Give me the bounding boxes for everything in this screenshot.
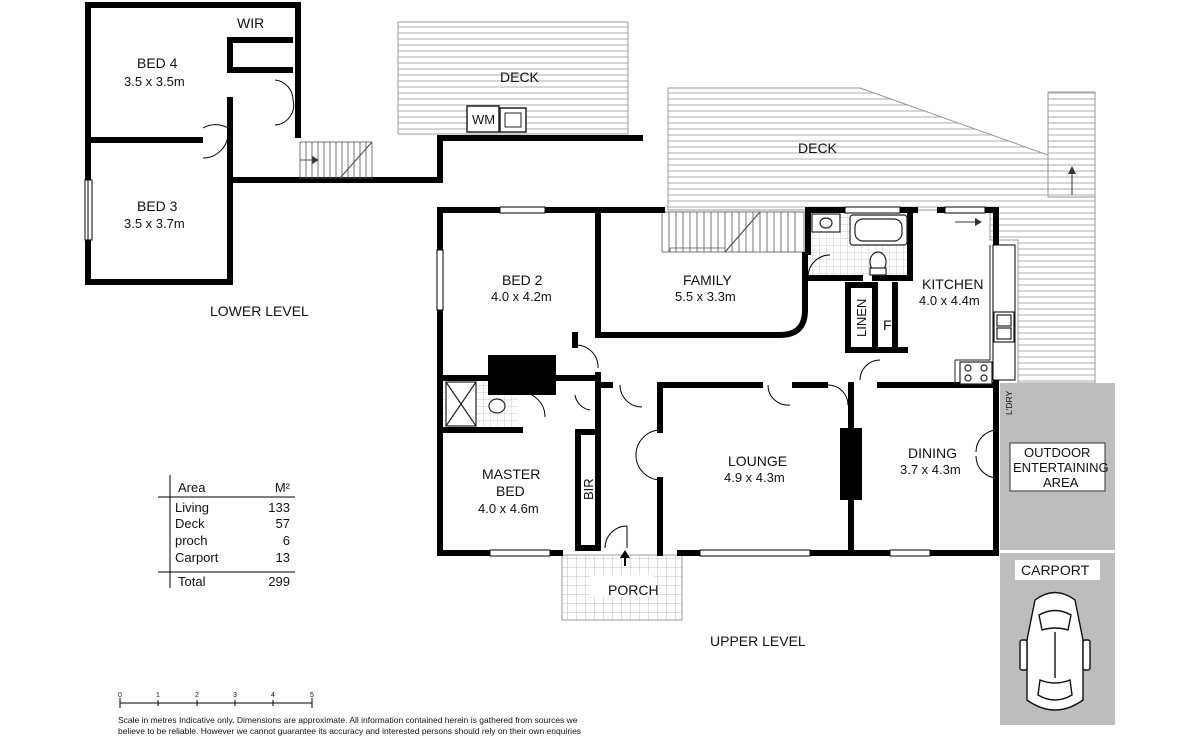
scale-tick: 2 (195, 692, 199, 699)
kitchen-name: KITCHEN (922, 276, 983, 292)
lower-stairs (299, 141, 373, 179)
upper-doors (519, 254, 997, 549)
bed4-size: 3.5 x 3.5m (124, 74, 185, 89)
area-row-label: Carport (175, 550, 219, 565)
upper-level: DECK BED 2 4.0 x 4.2m FAMILY 5.5 x 3.3m … (436, 87, 1115, 725)
car-icon (1019, 591, 1091, 711)
bed2-size: 4.0 x 4.2m (491, 289, 552, 304)
area-total-label: Total (178, 574, 206, 589)
master-name-2: BED (496, 483, 525, 499)
fridge-label: F (883, 317, 892, 333)
lower-walls (85, 2, 643, 285)
area-table: Area M² Living 133 Deck 57 proch 6 Carpo… (158, 475, 295, 589)
area-row-value: 57 (276, 516, 290, 531)
area-row-label: Living (175, 500, 209, 515)
fireplace-dining (840, 428, 862, 500)
bed3-name: BED 3 (137, 198, 178, 214)
outdoor-line1: OUTDOOR (1024, 445, 1090, 460)
outdoor-line2: ENTERTAINING (1013, 460, 1109, 475)
kitchen-size: 4.0 x 4.4m (919, 293, 980, 308)
family-name: FAMILY (683, 272, 732, 288)
master-name-1: MASTER (482, 466, 540, 482)
bir-label: BIR (581, 478, 596, 500)
bed2-name: BED 2 (502, 272, 543, 288)
linen-label: LINEN (854, 299, 869, 337)
washing-machine (466, 105, 500, 133)
family-stairs (661, 211, 805, 253)
scale-tick: 3 (233, 692, 237, 699)
bed3-size: 3.5 x 3.7m (124, 216, 185, 231)
dining-name: DINING (908, 445, 957, 461)
bed4-name: BED 4 (137, 55, 178, 71)
area-row-value: 133 (268, 500, 290, 515)
area-row-value: 6 (283, 533, 290, 548)
carport-label: CARPORT (1021, 562, 1090, 578)
disclaimer-line1: Scale in metres Indicative only. Dimensi… (118, 715, 578, 725)
deck-stairs (1047, 91, 1096, 198)
bathroom-fixtures (445, 213, 1015, 427)
area-row-label: Deck (175, 516, 205, 531)
ensuite-toilet (488, 398, 506, 414)
porch-label: PORCH (608, 582, 659, 598)
wir-label: WIR (237, 15, 264, 31)
lower-doors (202, 79, 295, 159)
laundry-tub (499, 107, 527, 133)
scale-tick: 0 (118, 692, 122, 699)
cooktop (959, 361, 993, 385)
master-size: 4.0 x 4.6m (478, 501, 539, 516)
scale-tick: 5 (310, 692, 314, 699)
area-row-value: 13 (276, 550, 290, 565)
family-size: 5.5 x 3.3m (675, 289, 736, 304)
scale-tick: 4 (271, 692, 275, 699)
entry-arrow-icon (620, 550, 630, 566)
upper-deck-label: DECK (798, 140, 838, 156)
area-header-label: Area (178, 480, 206, 495)
area-header-unit: M² (275, 480, 291, 495)
area-row-label: proch (175, 533, 208, 548)
upper-level-label: UPPER LEVEL (710, 633, 806, 649)
lower-level: WIR BED 4 3.5 x 3.5m BED 3 3.5 x 3.7m DE… (84, 2, 643, 319)
lower-level-label: LOWER LEVEL (210, 303, 309, 319)
disclaimer-line2: believe to be reliable. However we canno… (118, 726, 581, 736)
wm-label: WM (472, 112, 495, 127)
scale-bar: 0 1 2 3 4 5 (118, 692, 314, 708)
scale-tick: 1 (156, 692, 160, 699)
laundry-label: L'DRY (1004, 391, 1014, 415)
dining-size: 3.7 x 4.3m (900, 462, 961, 477)
lounge-size: 4.9 x 4.3m (724, 470, 785, 485)
area-total-value: 299 (268, 574, 290, 589)
lounge-name: LOUNGE (728, 453, 787, 469)
lower-deck-label: DECK (500, 69, 540, 85)
outdoor-line3: AREA (1043, 475, 1079, 490)
kitchen-entry-arrow-icon (955, 218, 982, 226)
